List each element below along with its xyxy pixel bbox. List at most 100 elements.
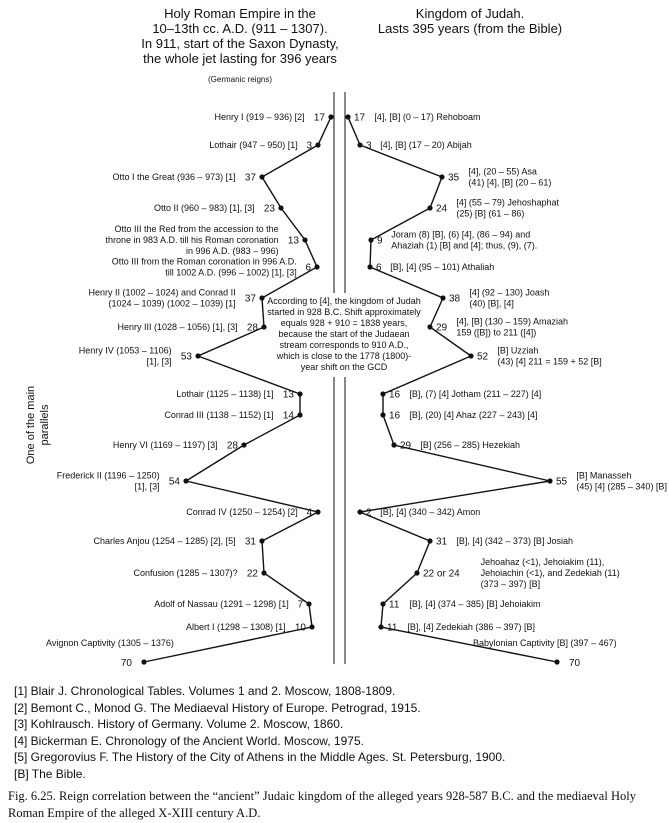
left-reign-value: 28 bbox=[247, 323, 259, 334]
left-reign-node bbox=[259, 538, 265, 544]
left-reign-value: 22 bbox=[247, 569, 259, 580]
right-reign-node bbox=[357, 509, 363, 515]
left-reign-label: Adolf of Nassau (1291 – 1298) [1] bbox=[154, 599, 289, 609]
right-reign-label: (373 – 397) [B] bbox=[481, 579, 541, 589]
right-reign-value: 3 bbox=[366, 141, 372, 152]
left-reign-node bbox=[278, 205, 284, 211]
right-reign-node bbox=[378, 624, 384, 630]
right-reign-value: 6 bbox=[376, 263, 382, 274]
right-reign-label: [B], [4] (342 – 373) [B] Josiah bbox=[456, 536, 573, 546]
right-reign-node bbox=[440, 295, 446, 301]
left-reign-node bbox=[302, 237, 308, 243]
center-note-line: stream corresponds to 910 A.D., bbox=[279, 340, 408, 350]
left-reign-label: Conrad III (1138 – 1152) [1] bbox=[164, 410, 273, 420]
left-reign-value: 7 bbox=[297, 600, 303, 611]
right-reign-value: 38 bbox=[449, 294, 461, 305]
right-reign-value: 16 bbox=[389, 390, 401, 401]
right-header-line: Lasts 395 years (from the Bible) bbox=[378, 21, 562, 36]
right-reign-label: [B] Uzziah bbox=[497, 346, 538, 356]
right-reign-label: [4], [B] (130 – 159) Amaziah bbox=[456, 317, 568, 327]
center-note-line: According to [4], the kingdom of Judah bbox=[267, 296, 421, 306]
left-reign-label: Otto III from the Roman coronation in 99… bbox=[112, 257, 297, 267]
left-reign-label: Charles Anjou (1254 – 1285) [2], [5] bbox=[94, 536, 236, 546]
side-label-line: parallels bbox=[39, 404, 51, 445]
right-reign-label: [4], [B] (0 – 17) Rehoboam bbox=[374, 112, 480, 122]
left-reign-node bbox=[309, 624, 315, 630]
center-note-box bbox=[258, 293, 430, 377]
left-reign-node bbox=[315, 142, 321, 148]
left-reign-label: (1024 – 1039) (1002 – 1039) [1] bbox=[108, 299, 235, 309]
left-reign-node bbox=[315, 509, 321, 515]
left-reign-node bbox=[259, 174, 265, 180]
right-reign-label: [B], (7) [4] Jotham (211 – 227) [4] bbox=[409, 389, 541, 399]
side-label-line: One of the main bbox=[25, 386, 37, 464]
left-reign-label: Lothair (1125 – 1138) [1] bbox=[176, 389, 273, 399]
left-header-note: (Germanic reigns) bbox=[208, 75, 272, 84]
right-reign-node bbox=[368, 237, 374, 243]
reference-item: [4] Bickerman E. Chronology of the Ancie… bbox=[14, 733, 364, 748]
left-reign-node bbox=[314, 264, 320, 270]
left-reign-value: 70 bbox=[121, 658, 133, 669]
left-reign-node bbox=[261, 324, 267, 330]
right-header: Kingdom of Judah. Lasts 395 years (from … bbox=[378, 6, 562, 36]
right-reign-node bbox=[391, 442, 397, 448]
parallel-reigns-diagram: Holy Roman Empire in the 10–13th cc. A.D… bbox=[25, 6, 667, 669]
left-header: Holy Roman Empire in the 10–13th cc. A.D… bbox=[141, 6, 339, 84]
left-reign-node bbox=[195, 353, 201, 359]
right-reign-label: Ahaziah (1) [B] and [4]; thus, (9), (7). bbox=[391, 241, 537, 251]
left-reign-node bbox=[183, 478, 189, 484]
right-reign-node bbox=[380, 391, 386, 397]
left-reign-value: 14 bbox=[283, 411, 295, 422]
left-reign-label: Conrad IV (1250 – 1254) [2] bbox=[186, 507, 298, 517]
right-reign-value: 24 bbox=[436, 204, 448, 215]
right-reign-label: Joram (8) [B], (6) [4], (86 – 94) and bbox=[391, 230, 530, 240]
right-reign-value: 52 bbox=[477, 352, 489, 363]
left-reign-value: 28 bbox=[227, 441, 239, 452]
left-reign-node bbox=[297, 391, 303, 397]
right-reign-node bbox=[345, 114, 351, 120]
right-reign-node bbox=[414, 570, 420, 576]
left-reign-value: 53 bbox=[181, 352, 193, 363]
right-reign-label: [B], (20) [4] Ahaz (227 – 243) [4] bbox=[409, 410, 537, 420]
right-reign-label: [B] Manasseh bbox=[576, 471, 631, 481]
left-reign-label: [1], [3] bbox=[147, 357, 172, 367]
left-reign-node bbox=[328, 114, 334, 120]
left-reign-label: Henry VI (1169 – 1197) [3] bbox=[113, 440, 218, 450]
left-reign-label: till 1002 A.D. (996 – 1002) [1], [3] bbox=[165, 268, 297, 278]
left-reign-value: 31 bbox=[245, 537, 257, 548]
left-reign-value: 6 bbox=[305, 263, 311, 274]
left-reign-label: throne in 983 A.D. till his Roman corona… bbox=[105, 235, 278, 245]
reference-item: [1] Blair J. Chronological Tables. Volum… bbox=[14, 684, 396, 698]
left-reign-label: [1], [3] bbox=[135, 482, 160, 492]
right-reign-value: 2 bbox=[366, 508, 372, 519]
figure-caption: Fig. 6.25. Reign correlation between the… bbox=[8, 789, 636, 820]
left-header-line: Holy Roman Empire in the bbox=[164, 6, 316, 21]
right-reign-label: (43) [4] 211 = 159 + 52 [B] bbox=[497, 357, 601, 367]
left-reign-label: Henry I (919 – 936) [2] bbox=[215, 112, 305, 122]
reference-item: [B] The Bible. bbox=[14, 766, 86, 781]
right-reign-label: [4], [B] (17 – 20) Abijah bbox=[380, 140, 472, 150]
left-reign-value: 37 bbox=[245, 173, 257, 184]
right-reign-value: 70 bbox=[569, 658, 581, 669]
left-header-line: the whole jet lasting for 396 years bbox=[143, 51, 337, 66]
center-note-line: year shift on the GCD bbox=[301, 362, 388, 372]
right-reign-label: [4], (20 – 55) Asa bbox=[468, 167, 537, 177]
left-reign-label: in 996 A.D. (983 – 996) bbox=[186, 246, 279, 256]
right-reign-label: Jehoiachin (<1), and Zedekiah (11) bbox=[481, 568, 620, 578]
right-reign-value: 16 bbox=[389, 411, 401, 422]
left-reign-value: 17 bbox=[314, 113, 326, 124]
left-reign-label: Otto I the Great (936 – 973) [1] bbox=[113, 172, 236, 182]
right-reign-node bbox=[367, 264, 373, 270]
left-reign-node bbox=[241, 442, 247, 448]
left-reign-label: Otto III the Red from the accession to t… bbox=[115, 224, 279, 234]
right-reign-node bbox=[380, 601, 386, 607]
left-reign-value: 13 bbox=[283, 390, 295, 401]
left-reign-value: 4 bbox=[306, 508, 312, 519]
left-header-line: In 911, start of the Saxon Dynasty, bbox=[141, 36, 339, 51]
right-reign-label: Jehoahaz (<1), Jehoiakim (11), bbox=[481, 557, 605, 567]
left-reign-label: Otto II (960 – 983) [1], [3] bbox=[154, 203, 255, 213]
right-reign-value: 55 bbox=[556, 477, 568, 488]
reference-item: [5] Gregorovius F. The History of the Ci… bbox=[14, 750, 506, 764]
